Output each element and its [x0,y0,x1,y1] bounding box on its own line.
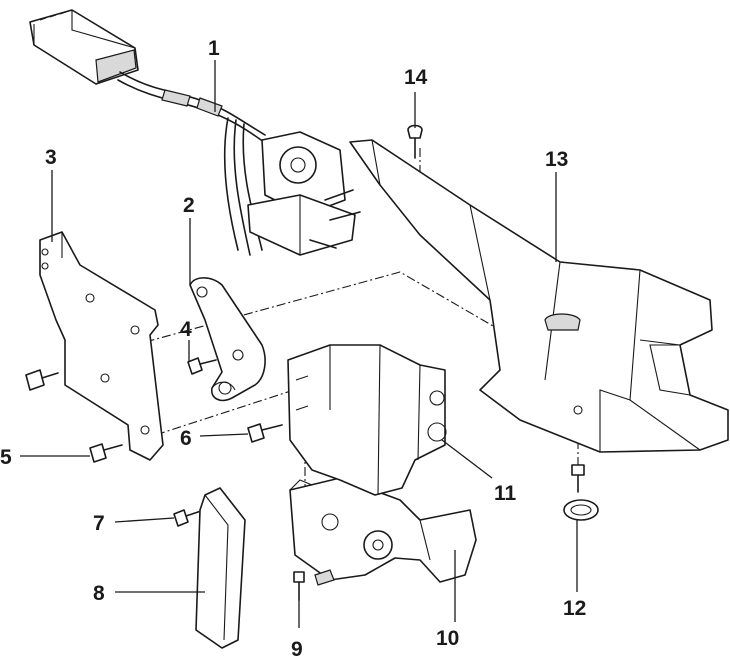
screw-5 [89,443,123,463]
part-12-clip [563,499,599,521]
callout-5: 5 [0,446,12,469]
callout-13: 13 [545,148,568,171]
screw-left-plate [25,369,59,391]
callout-12: 12 [563,597,586,620]
part-3-plate [39,231,164,461]
callout-1: 1 [208,37,220,60]
callout-8: 8 [93,582,105,605]
callout-6: 6 [180,427,192,450]
callout-4: 4 [180,318,192,341]
callout-3: 3 [45,146,57,169]
screw-bottom-right [571,464,585,493]
screw-6 [247,423,283,443]
part-1-wiring-harness [29,9,361,256]
screw-9 [293,571,305,601]
callout-10: 10 [436,627,459,650]
screw-7 [173,509,205,527]
part-11-block [287,344,447,496]
callout-7: 7 [93,512,105,535]
part-13-housing [349,139,729,453]
part-8-cover [195,487,246,649]
leader-lines [20,60,578,628]
callout-9: 9 [291,638,303,661]
callout-2: 2 [183,194,195,217]
callout-labels: 1 2 3 4 5 6 7 8 9 10 11 12 13 14 [0,37,586,661]
screw-14 [407,124,423,159]
callout-14: 14 [404,66,428,89]
part-10-mechanism [289,477,477,586]
callout-11: 11 [494,482,517,505]
part-2-bracket [189,277,266,402]
screw-4 [187,357,217,375]
